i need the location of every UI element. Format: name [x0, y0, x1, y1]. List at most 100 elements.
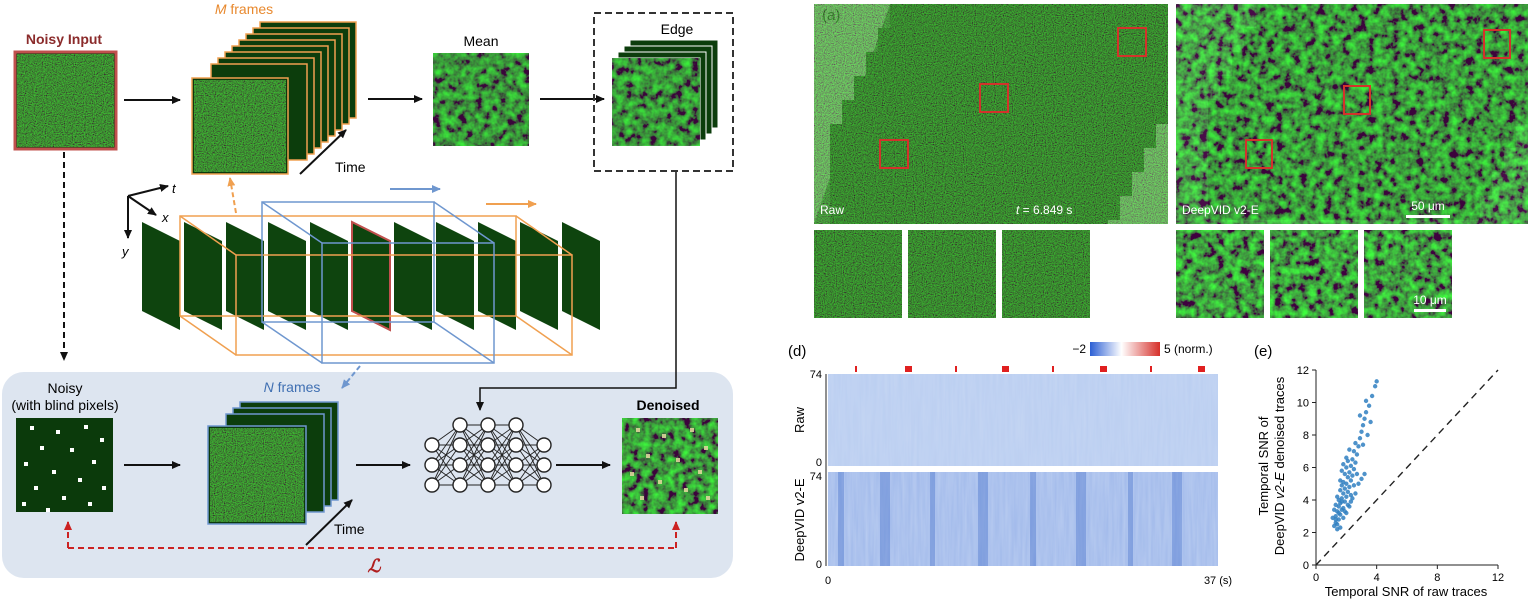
- scatter-point: [1347, 447, 1352, 452]
- n-frames-label: N frames: [264, 379, 321, 395]
- denoised-heatmap-bands: [838, 472, 1182, 566]
- svg-text:x: x: [161, 210, 169, 225]
- scatter-point: [1345, 489, 1351, 495]
- scatter-point: [1351, 466, 1357, 472]
- y-tick-label: 0: [1303, 560, 1309, 572]
- scatter-point: [1366, 403, 1372, 408]
- x-tick-label: 12: [1492, 572, 1504, 584]
- scatter-point: [1359, 429, 1364, 434]
- scatter-point: [1345, 475, 1351, 480]
- scatter-point: [1369, 393, 1375, 399]
- scatter-point: [1353, 440, 1358, 446]
- mean-texture: [433, 53, 529, 146]
- time-arrow-n: [305, 499, 353, 546]
- scatter-point: [1359, 476, 1364, 482]
- mean-label: Mean: [463, 33, 498, 49]
- scale-bar-50: [1406, 215, 1450, 218]
- arrow-edge-to-network: [476, 172, 677, 411]
- scatter-point: [1368, 419, 1373, 425]
- colorbar-min: −2: [1072, 342, 1086, 356]
- raw-heatmap-texture: [828, 374, 1218, 466]
- identity-reference-line: [1315, 369, 1499, 566]
- y-tick-label: 6: [1303, 463, 1309, 475]
- panel-a: (a) Raw t = 6.849 s: [814, 4, 1528, 318]
- pipeline-diagram: Noisy Input M frames Time Mean Edge: [2, 1, 734, 578]
- raw-frame-label: Raw: [820, 203, 844, 217]
- colorbar-max: 5 (norm.): [1164, 342, 1213, 356]
- y-tick-label: 2: [1303, 528, 1309, 540]
- raw-row-label: Raw: [792, 406, 807, 433]
- denoised-label: Denoised: [636, 397, 699, 413]
- scatter-point: [1339, 483, 1344, 488]
- x-start-label: 0: [825, 575, 831, 587]
- scatter-point: [1351, 449, 1357, 454]
- frame-sequence: [142, 220, 600, 332]
- scatter-point: [1333, 502, 1338, 508]
- scatter-point: [1357, 413, 1363, 418]
- raw-zoom-insets: [814, 230, 1090, 318]
- n-window-box: [261, 201, 495, 364]
- denoised-frame-label: DeepVID v2-E: [1182, 203, 1259, 217]
- svg-text:t: t: [172, 181, 177, 196]
- m-window-box: [179, 215, 573, 356]
- noisy-blind-label-2: (with blind pixels): [11, 397, 118, 413]
- scatter-point: [1341, 515, 1346, 521]
- time-label-n: Time: [334, 521, 365, 537]
- dashed-link-window-to-m: [227, 177, 237, 214]
- noisy-input-noise: [17, 54, 114, 147]
- scatter-point: [1365, 432, 1370, 438]
- scatter-point: [1350, 457, 1355, 462]
- edge-frames-stack: [611, 39, 719, 147]
- scatter-point: [1335, 494, 1340, 499]
- scatter-point: [1354, 471, 1360, 477]
- m-frames-label: M frames: [215, 1, 273, 17]
- panel-d-label: (d): [788, 343, 806, 360]
- xyt-axes-glyph: t x y: [121, 181, 177, 259]
- scale-bar-10: [1414, 309, 1446, 312]
- scatter-point: [1347, 484, 1352, 490]
- scatter-point: [1341, 491, 1346, 496]
- denoised-row-label: DeepVID v2-E: [792, 478, 807, 561]
- tick-0-top: 0: [816, 457, 822, 469]
- scatter-point: [1348, 463, 1354, 469]
- scatter-point: [1362, 416, 1367, 421]
- training-panel-background: [2, 372, 733, 578]
- scatter-point: [1356, 444, 1361, 449]
- colorbar: [1090, 342, 1160, 356]
- scatter-point: [1347, 470, 1352, 475]
- scatter-point: [1363, 410, 1369, 415]
- scatter-point: [1344, 494, 1349, 499]
- scatter-point: [1362, 471, 1367, 477]
- scatter-point: [1354, 452, 1360, 457]
- scatter-point: [1344, 455, 1349, 460]
- raw-frame-stack: [814, 4, 1168, 224]
- scatter-point: [1335, 522, 1340, 527]
- scatter-point: [1344, 465, 1349, 470]
- y-tick-label: 4: [1303, 495, 1309, 507]
- stimulus-markers: [855, 366, 1205, 372]
- scatter-point: [1342, 486, 1348, 491]
- scatter-point: [1351, 483, 1357, 488]
- x-tick-label: 0: [1313, 572, 1319, 584]
- blind-pixels: [22, 425, 106, 512]
- edge-label: Edge: [661, 21, 694, 37]
- x-end-label: 37 (s): [1204, 575, 1232, 587]
- raw-time-label: t = 6.849 s: [1016, 203, 1072, 217]
- scale-label-50: 50 μm: [1411, 199, 1445, 213]
- svg-text:y: y: [121, 244, 130, 259]
- denoised-texture: [622, 418, 718, 514]
- denoised-frame-stack: [1176, 4, 1528, 224]
- scatter-point: [1374, 379, 1379, 384]
- tick-74-bottom: 74: [810, 471, 822, 483]
- scatter-point: [1342, 499, 1348, 504]
- scatter-point: [1357, 436, 1363, 441]
- scatter-point: [1350, 473, 1355, 478]
- scatter-point: [1345, 502, 1351, 508]
- y-tick-label: 12: [1297, 365, 1309, 377]
- scatter-point: [1348, 499, 1354, 504]
- y-tick-label: 10: [1297, 398, 1309, 410]
- scatter-point: [1338, 525, 1343, 530]
